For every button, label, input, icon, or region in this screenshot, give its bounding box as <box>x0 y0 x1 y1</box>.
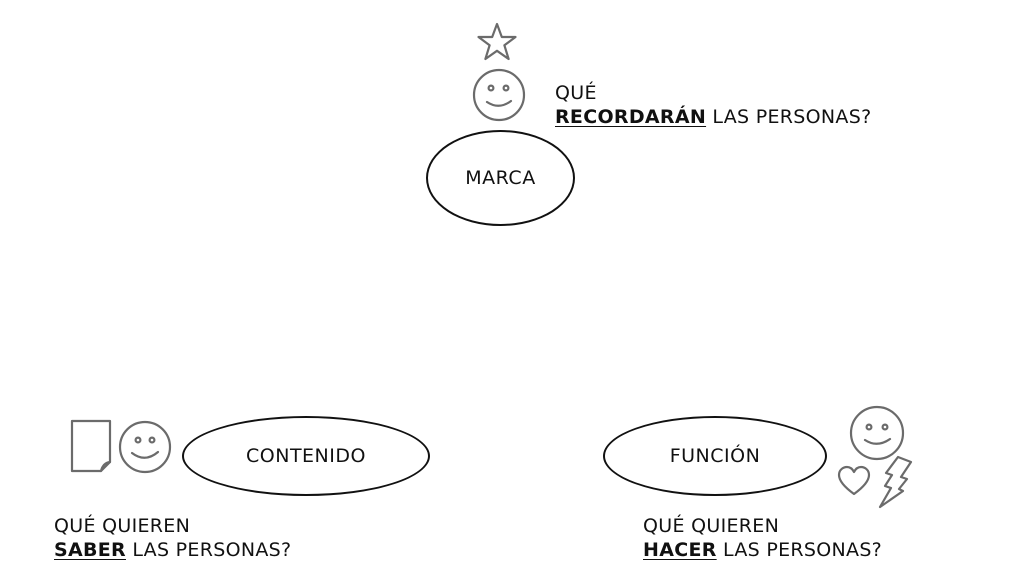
function-question-line1: QUÉ QUIEREN <box>643 515 780 537</box>
brand-question: QUÉ RECORDARÁN LAS PERSONAS? <box>555 81 871 129</box>
content-question-line2: SABER LAS PERSONAS? <box>54 538 291 562</box>
function-ellipse: FUNCIÓN <box>603 416 827 496</box>
function-question-emphasis: HACER <box>643 539 717 561</box>
content-ellipse: CONTENIDO <box>182 416 430 496</box>
content-ellipse-label: CONTENIDO <box>246 445 366 467</box>
content-question-line1: QUÉ QUIEREN <box>54 515 191 537</box>
function-question-line2: HACER LAS PERSONAS? <box>643 538 882 562</box>
brand-ellipse-label: MARCA <box>465 167 536 189</box>
brand-ellipse: MARCA <box>426 130 575 226</box>
brand-question-line2: RECORDARÁN LAS PERSONAS? <box>555 105 871 129</box>
function-ellipse-label: FUNCIÓN <box>669 445 761 467</box>
content-question: QUÉ QUIEREN SABER LAS PERSONAS? <box>54 514 291 562</box>
document-icon <box>70 419 112 473</box>
smiley-face-icon <box>472 68 526 122</box>
heart-icon <box>837 465 871 496</box>
content-question-rest: LAS PERSONAS? <box>125 539 292 561</box>
brand-question-rest: LAS PERSONAS? <box>706 106 872 128</box>
content-question-emphasis: SABER <box>54 539 126 561</box>
smiley-face-icon <box>849 405 905 461</box>
brand-question-line1: QUÉ <box>555 82 597 104</box>
smiley-face-icon <box>118 420 172 474</box>
function-question-rest: LAS PERSONAS? <box>716 539 883 561</box>
star-icon <box>477 22 517 61</box>
brand-question-emphasis: RECORDARÁN <box>555 106 707 128</box>
function-question: QUÉ QUIEREN HACER LAS PERSONAS? <box>643 514 882 562</box>
lightning-bolt-icon <box>878 455 913 509</box>
